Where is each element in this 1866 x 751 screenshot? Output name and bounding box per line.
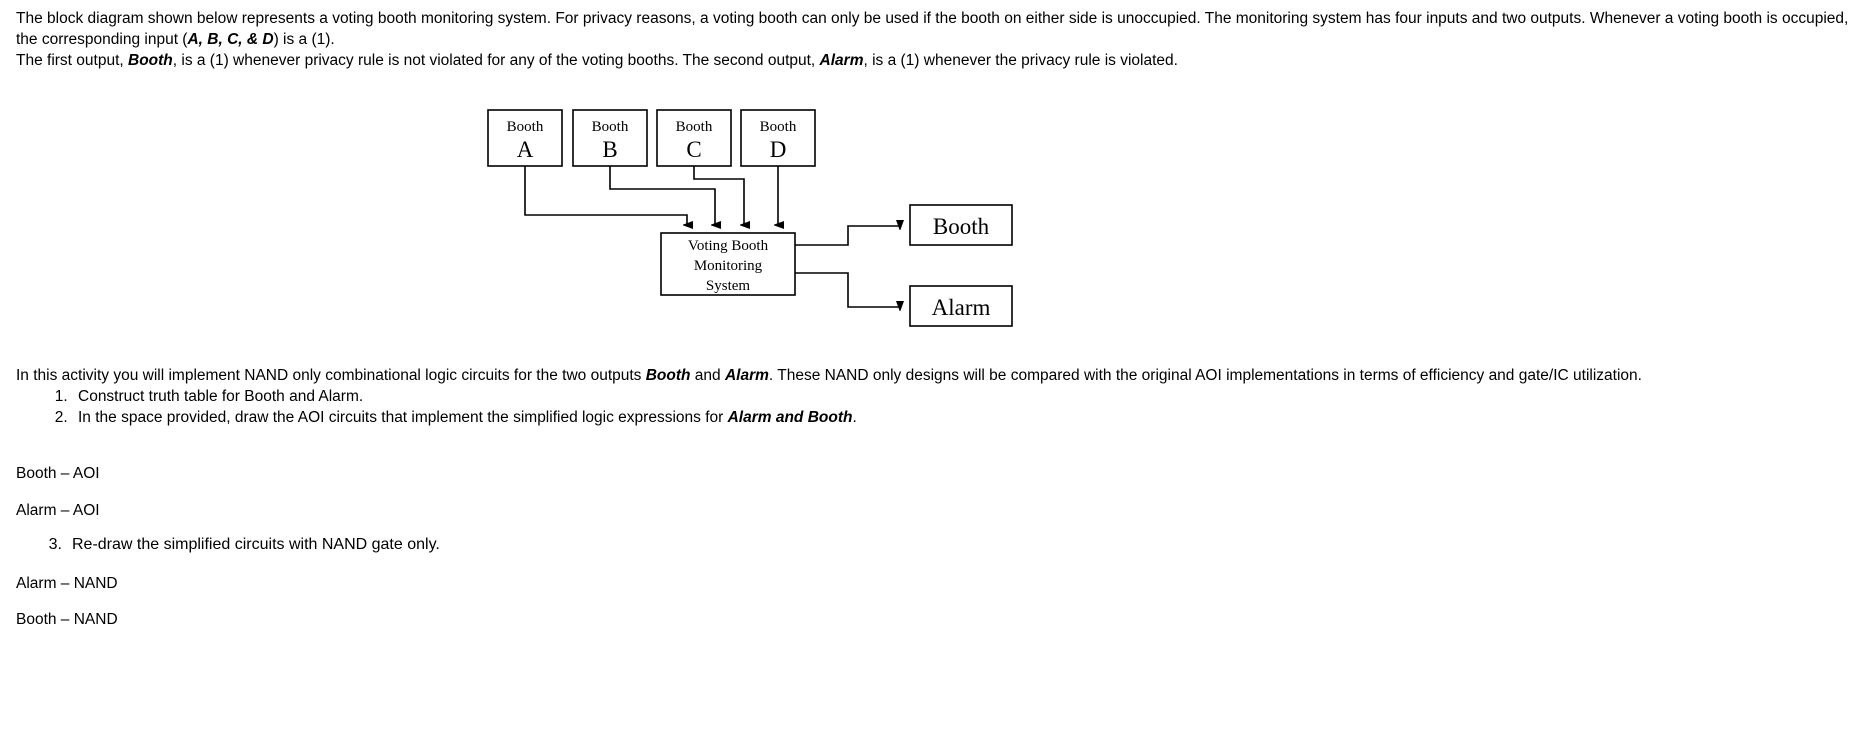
intro-p2-part3: , is a (1) whenever the privacy rule is … <box>863 52 1178 69</box>
booth-a-letter: A <box>517 137 534 162</box>
intro-paragraph-2: The first output, Booth, is a (1) whenev… <box>16 50 1856 71</box>
system-label-line2: Monitoring <box>694 258 763 274</box>
activity-booth-label: Booth <box>645 367 691 384</box>
activity-step-3-text: Re-draw the simplified circuits with NAN… <box>72 536 440 553</box>
activity-part2: and <box>690 367 725 384</box>
activity-step-2-bold: Alarm and Booth <box>727 409 853 426</box>
activity-step-1: Construct truth table for Booth and Alar… <box>72 386 1856 407</box>
wire-system-to-alarm-output <box>795 272 900 307</box>
wire-booth-b-to-system <box>609 166 715 225</box>
booth-output-block: Booth <box>909 204 1013 246</box>
block-diagram: Booth A Booth B Booth C Booth D <box>0 95 1100 340</box>
intro-p2-part1: The first output, <box>16 52 128 69</box>
activity-step-3-row: 3. Re-draw the simplified circuits with N… <box>16 536 1216 554</box>
activity-part3: . These NAND only designs will be compar… <box>768 367 1642 384</box>
wire-booth-a-to-system <box>524 166 687 225</box>
booth-c-letter: C <box>686 137 701 162</box>
booth-a-title: Booth <box>507 119 544 135</box>
activity-text-block: In this activity you will implement NAND… <box>16 365 1856 428</box>
booth-c-title: Booth <box>676 119 713 135</box>
intro-p1-part1: The block diagram shown below represents… <box>16 10 1849 48</box>
booth-b-letter: B <box>602 137 617 162</box>
booth-d-block: Booth D <box>740 109 816 167</box>
booth-b-title: Booth <box>592 119 629 135</box>
alarm-aoi-heading: Alarm – AOI <box>16 502 100 519</box>
system-label-line1: Voting Booth <box>688 238 769 254</box>
booth-a-block: Booth A <box>487 109 563 167</box>
booth-d-letter: D <box>770 137 787 162</box>
intro-text-block: The block diagram shown below represents… <box>16 8 1856 71</box>
wire-booth-c-to-system <box>693 166 744 225</box>
intro-p1-part2: ) is a (1). <box>273 31 335 48</box>
booth-d-title: Booth <box>760 119 797 135</box>
wire-system-to-booth-output <box>795 226 900 246</box>
booth-aoi-heading: Booth – AOI <box>16 465 100 482</box>
activity-step-2-part2: . <box>852 409 857 426</box>
booth-output-label: Booth <box>933 214 990 239</box>
intro-paragraph-1: The block diagram shown below represents… <box>16 8 1856 50</box>
booth-b-block: Booth B <box>572 109 648 167</box>
activity-step-3-number: 3. <box>48 536 62 553</box>
activity-alarm-label: Alarm <box>724 367 769 384</box>
intro-p2-part2: , is a (1) whenever privacy rule is not … <box>172 52 820 69</box>
alarm-output-block: Alarm <box>909 285 1013 327</box>
activity-paragraph: In this activity you will implement NAND… <box>16 365 1856 386</box>
activity-step-1-text: Construct truth table for Booth and Alar… <box>78 388 364 405</box>
intro-alarm-output-label: Alarm <box>819 52 864 69</box>
alarm-nand-heading: Alarm – NAND <box>16 575 118 592</box>
booth-nand-heading: Booth – NAND <box>16 611 118 628</box>
system-label-line3: System <box>706 278 751 294</box>
activity-steps-list: Construct truth table for Booth and Alar… <box>16 386 1856 428</box>
activity-part1: In this activity you will implement NAND… <box>16 367 646 384</box>
alarm-output-label: Alarm <box>932 295 991 320</box>
activity-step-2: In the space provided, draw the AOI circ… <box>72 407 1856 428</box>
intro-inputs-labels: A, B, C, & D <box>187 31 274 48</box>
activity-step-2-part1: In the space provided, draw the AOI circ… <box>78 409 728 426</box>
intro-booth-output-label: Booth <box>128 52 173 69</box>
voting-booth-monitoring-system-block: Voting Booth Monitoring System <box>660 232 796 296</box>
booth-c-block: Booth C <box>656 109 732 167</box>
